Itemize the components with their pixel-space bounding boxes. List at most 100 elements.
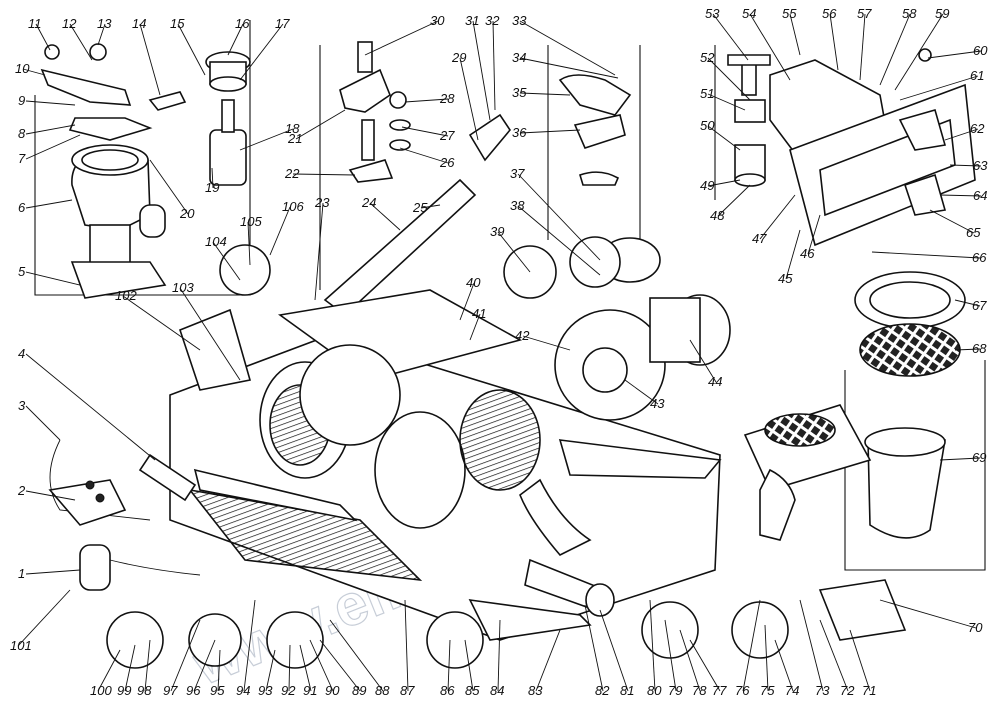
part-label-67: 67 (972, 298, 987, 313)
leader-line-60 (927, 50, 982, 59)
leader-line-28 (404, 98, 449, 103)
part-label-8: 8 (18, 126, 26, 141)
leader-line-31 (472, 20, 491, 121)
leader-line-45 (785, 229, 801, 280)
leader-line-10 (22, 68, 46, 76)
leader-line-5 (25, 271, 81, 286)
leader-line-61 (899, 75, 979, 101)
leader-line-62 (944, 128, 979, 141)
callout-frames (34, 20, 986, 571)
part-label-104: 104 (205, 234, 227, 249)
leader-line-103 (179, 287, 241, 381)
leader-line-87 (404, 599, 409, 692)
part-label-51: 51 (700, 86, 714, 101)
part-label-12: 12 (62, 16, 77, 31)
leader-line-101 (17, 589, 71, 647)
part-label-100: 100 (90, 683, 112, 698)
leader-line-4 (25, 353, 156, 461)
part-label-58: 58 (902, 6, 917, 21)
leader-line-51 (707, 93, 746, 111)
leader-line-46 (807, 214, 821, 255)
leader-line-43 (624, 379, 659, 405)
part-label-98: 98 (137, 683, 152, 698)
leader-line-52 (707, 57, 751, 101)
part-label-34: 34 (512, 50, 526, 65)
leader-line-81 (599, 609, 629, 692)
part-label-86: 86 (440, 683, 455, 698)
part-label-91: 91 (303, 683, 317, 698)
part-label-28: 28 (439, 91, 455, 106)
part-label-70: 70 (968, 620, 983, 635)
part-label-99: 99 (117, 683, 131, 698)
part-label-32: 32 (485, 13, 500, 28)
part-label-43: 43 (650, 396, 665, 411)
part-label-57: 57 (857, 6, 872, 21)
part-label-103: 103 (172, 280, 194, 295)
leader-line-13 (97, 23, 106, 46)
leader-line-37 (517, 173, 601, 261)
part-label-78: 78 (692, 683, 707, 698)
part-label-9: 9 (18, 93, 25, 108)
leader-line-66 (871, 251, 981, 259)
part-label-60: 60 (973, 43, 988, 58)
part-label-69: 69 (972, 450, 986, 465)
leader-line-70 (879, 599, 977, 629)
part-label-105: 105 (240, 214, 262, 229)
part-label-46: 46 (800, 246, 815, 261)
fasteners-bottom (106, 236, 907, 669)
leader-line-12 (69, 23, 93, 61)
leader-line-21 (295, 109, 346, 140)
part-label-53: 53 (705, 6, 720, 21)
control-panel (727, 48, 976, 247)
part-label-52: 52 (700, 50, 715, 65)
part-label-33: 33 (512, 13, 527, 28)
leader-line-80 (649, 599, 656, 692)
part-label-64: 64 (973, 188, 987, 203)
leader-line-41 (469, 313, 481, 341)
leader-line-102 (122, 295, 201, 351)
part-label-54: 54 (742, 6, 756, 21)
leader-line-84 (497, 619, 501, 692)
leader-line-99 (124, 644, 136, 692)
part-label-19: 19 (205, 180, 219, 195)
leader-line-2 (25, 490, 76, 501)
part-label-1: 1 (18, 566, 25, 581)
leader-line-3 (25, 405, 61, 441)
valve-assembly (40, 43, 251, 299)
part-label-6: 6 (18, 200, 26, 215)
leader-line-91 (299, 644, 312, 692)
filter-assembly (743, 271, 966, 539)
part-label-27: 27 (439, 128, 455, 143)
leader-line-53 (712, 13, 749, 61)
leader-line-8 (25, 124, 76, 135)
leader-line-67 (954, 299, 981, 307)
leader-line-57 (859, 13, 866, 81)
part-label-21: 21 (287, 131, 302, 146)
part-label-22: 22 (284, 166, 300, 181)
part-label-49: 49 (700, 178, 714, 193)
coolant-pipes (48, 439, 201, 591)
leader-line-97 (170, 619, 201, 692)
leader-line-86 (447, 639, 451, 692)
part-label-77: 77 (712, 683, 727, 698)
part-label-18: 18 (285, 121, 300, 136)
leader-line-49 (707, 179, 741, 187)
part-label-93: 93 (258, 683, 273, 698)
part-label-106: 106 (282, 199, 304, 214)
leader-line-36 (519, 129, 581, 134)
part-label-2: 2 (17, 483, 26, 498)
part-label-102: 102 (115, 288, 137, 303)
part-label-95: 95 (210, 683, 225, 698)
leader-line-48 (717, 184, 751, 217)
part-label-71: 71 (862, 683, 876, 698)
part-label-11: 11 (28, 16, 42, 31)
part-label-79: 79 (668, 683, 682, 698)
part-label-55: 55 (782, 6, 797, 21)
leader-line-17 (239, 23, 284, 81)
part-label-101: 101 (10, 638, 32, 653)
leader-line-90 (309, 639, 334, 692)
part-label-24: 24 (361, 195, 376, 210)
leader-line-9 (25, 100, 76, 106)
